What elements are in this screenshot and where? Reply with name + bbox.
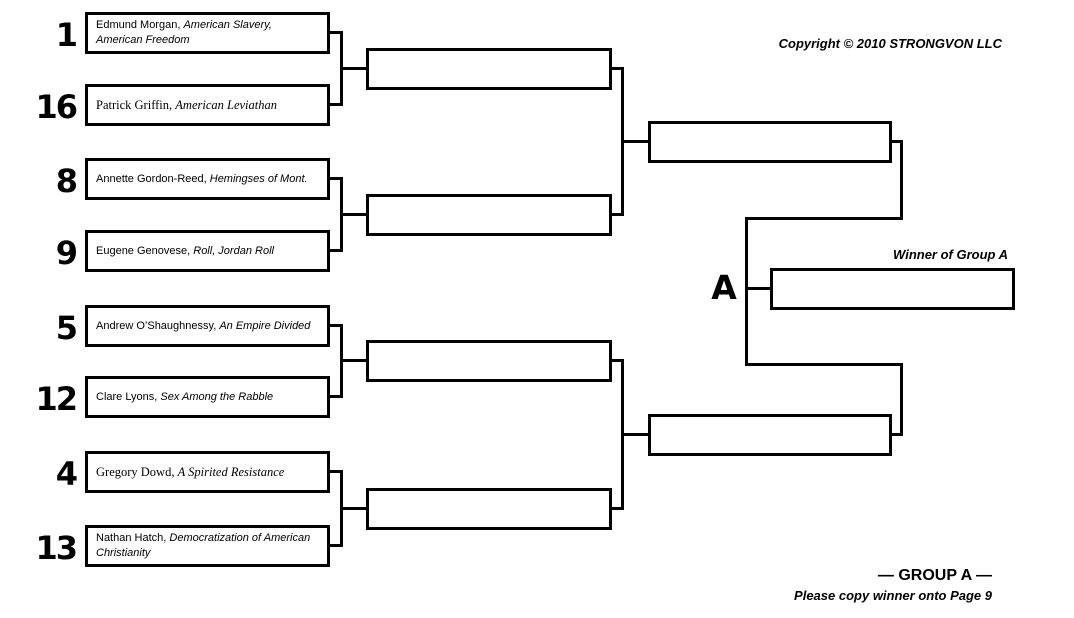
seed-number: 1	[55, 16, 78, 54]
entrant-box: Eugene Genovese, Roll, Jordan Roll	[85, 230, 330, 272]
group-winner-slot	[770, 268, 1015, 310]
entrant-title: American Leviathan	[175, 97, 277, 112]
group-letter: A	[711, 268, 737, 307]
entrant-title: A Spirited Resistance	[177, 464, 285, 479]
round2-winner-slot	[366, 48, 612, 90]
connector-line	[900, 363, 903, 436]
entrant-author: Gregory Dowd,	[96, 464, 175, 479]
entrant-author: Annette Gordon-Reed,	[96, 172, 207, 185]
winner-of-group-label: Winner of Group A	[893, 247, 1008, 262]
connector-line	[328, 249, 343, 252]
connector-line	[328, 324, 343, 327]
group-title: — GROUP A —	[877, 567, 992, 584]
entrant-author: Andrew O’Shaughnessy,	[96, 319, 217, 332]
connector-line	[340, 359, 366, 362]
entrant-title: Hemingses of Mont.	[209, 172, 308, 185]
entrant-title: American Slavery, American Freedom	[96, 19, 272, 46]
entrant-author: Nathan Hatch,	[96, 532, 167, 544]
connector-line	[328, 395, 343, 398]
entrant-box: Andrew O’Shaughnessy, An Empire Divided	[85, 305, 330, 347]
semifinal-winner-slot	[648, 414, 892, 456]
connector-line	[621, 433, 648, 436]
connector-line	[745, 287, 770, 290]
connector-line	[328, 31, 343, 34]
entrant-box: Nathan Hatch, Democratization of America…	[85, 525, 330, 567]
connector-line	[892, 140, 903, 143]
entrant-author: Clare Lyons,	[96, 390, 158, 403]
seed-number: 5	[55, 309, 78, 347]
entrant-box: Patrick Griffin, American Leviathan	[85, 84, 330, 126]
connector-line	[612, 67, 624, 70]
entrant-author: Edmund Morgan,	[96, 19, 181, 31]
copy-winner-instruction: Please copy winner onto Page 9	[794, 588, 992, 603]
connector-line	[612, 359, 624, 362]
connector-line	[745, 217, 903, 220]
connector-line	[340, 507, 366, 510]
entrant-box: Annette Gordon-Reed, Hemingses of Mont.	[85, 158, 330, 200]
semifinal-winner-slot	[648, 121, 892, 163]
connector-line	[745, 217, 748, 366]
entrant-box: Edmund Morgan, American Slavery, America…	[85, 12, 330, 54]
connector-line	[340, 67, 366, 70]
seed-number: 13	[35, 529, 78, 567]
connector-line	[328, 470, 343, 473]
entrant-author: Patrick Griffin,	[96, 97, 173, 112]
round2-winner-slot	[366, 340, 612, 382]
connector-line	[745, 363, 903, 366]
connector-line	[328, 103, 343, 106]
connector-line	[340, 213, 366, 216]
connector-line	[612, 213, 624, 216]
seed-number: 8	[55, 162, 78, 200]
round2-winner-slot	[366, 194, 612, 236]
connector-line	[621, 140, 648, 143]
seed-number: 4	[55, 455, 78, 493]
entrant-title: Roll, Jordan Roll	[193, 244, 274, 257]
entrant-box: Gregory Dowd, A Spirited Resistance	[85, 451, 330, 493]
entrant-title: An Empire Divided	[219, 319, 311, 332]
copyright-text: Copyright © 2010 STRONGVON LLC	[778, 36, 1002, 51]
connector-line	[328, 544, 343, 547]
seed-number: 12	[35, 380, 78, 418]
entrant-title: Sex Among the Rabble	[160, 390, 274, 403]
entrant-title: Democratization of American Christianity	[96, 532, 311, 559]
seed-number: 16	[35, 88, 78, 126]
connector-line	[900, 140, 903, 220]
seed-number: 9	[55, 234, 78, 272]
connector-line	[892, 433, 903, 436]
connector-line	[612, 507, 624, 510]
entrant-box: Clare Lyons, Sex Among the Rabble	[85, 376, 330, 418]
round2-winner-slot	[366, 488, 612, 530]
entrant-author: Eugene Genovese,	[96, 244, 191, 257]
connector-line	[328, 177, 343, 180]
